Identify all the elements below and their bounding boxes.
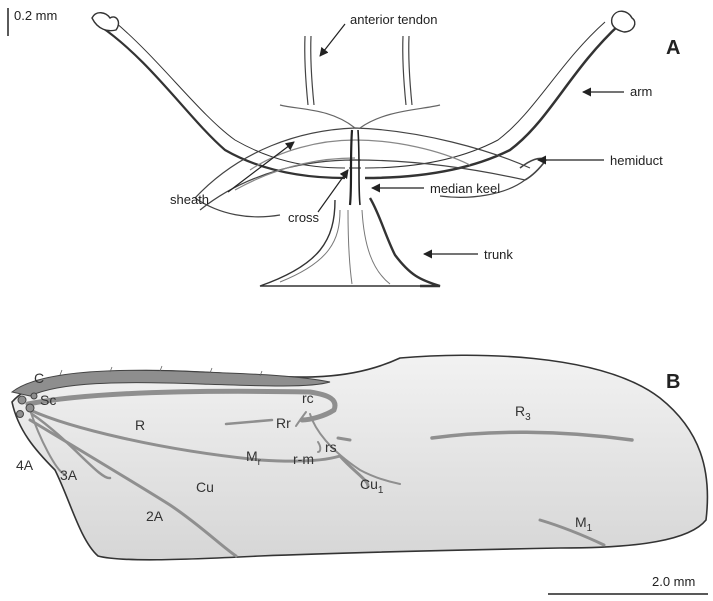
vein-label-cu1-sub: 1 <box>378 485 384 496</box>
panel-letter-a: A <box>666 37 680 59</box>
label-anterior-tendon: anterior tendon <box>350 12 437 27</box>
vein-label-rs: rs <box>325 439 337 455</box>
wing-membrane <box>12 355 707 560</box>
leader-sheath <box>228 142 294 192</box>
genitalia-arms <box>92 11 635 178</box>
panel-a: 0.2 mm A <box>8 8 680 286</box>
label-arm: arm <box>630 84 652 99</box>
vein-label-r3-base: R <box>515 403 525 419</box>
panel-letter-b: B <box>666 371 680 393</box>
vein-label-sc: Sc <box>40 392 56 408</box>
label-median-keel: median keel <box>430 181 500 196</box>
vein-label-r: R <box>135 417 145 433</box>
vein-label-4a: 4A <box>16 457 34 473</box>
vein-label-r3-sub: 3 <box>525 412 531 423</box>
scale-label-a: 0.2 mm <box>14 8 57 23</box>
vein-label-m1-base: M <box>575 514 587 530</box>
trunk-shape <box>260 198 440 286</box>
vein-label-cu: Cu <box>196 479 214 495</box>
vein-label-rc: rc <box>302 390 314 406</box>
vein-label-m1-sub: 1 <box>587 523 593 534</box>
label-hemiduct: hemiduct <box>610 153 663 168</box>
median-keel-shape <box>349 130 361 205</box>
vein-label-r-m: r-m <box>293 451 314 467</box>
vein-label-m-base: M <box>246 448 258 464</box>
label-trunk: trunk <box>484 247 513 262</box>
vein-label-cu1-base: Cu <box>360 476 378 492</box>
vein-label-2a: 2A <box>146 508 164 524</box>
vein-label-c: C <box>34 370 44 386</box>
panel-b: B C Sc <box>12 355 708 594</box>
vein-label-3a: 3A <box>60 467 78 483</box>
scale-label-b: 2.0 mm <box>652 574 695 589</box>
anterior-tendons <box>305 36 412 105</box>
leader-anterior-tendon <box>320 24 345 56</box>
label-sheath: sheath <box>170 192 209 207</box>
vein-label-rr: Rr <box>276 415 291 431</box>
label-cross: cross <box>288 210 320 225</box>
